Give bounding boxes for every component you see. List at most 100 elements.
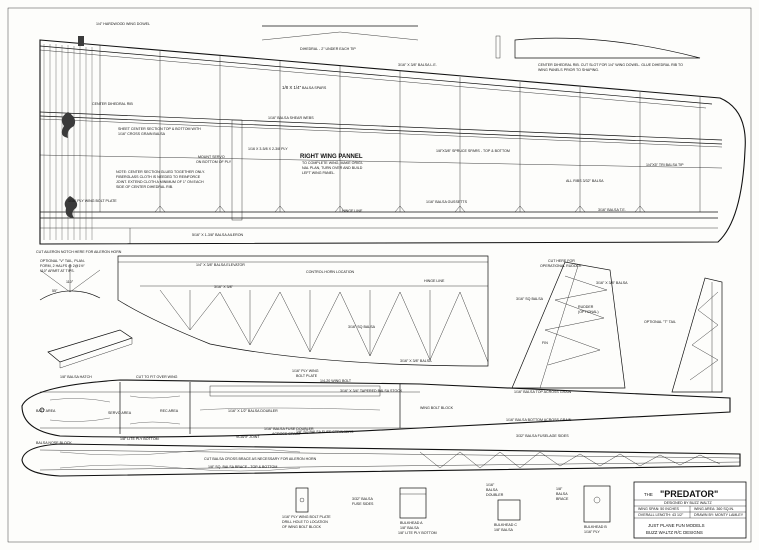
label-hatch: 1/8" BALSA HATCH	[60, 375, 92, 379]
label-bk-fuse-sides: 3/32" BALSA	[352, 497, 373, 501]
title-drawn-by: DRAWN BY: MONTY LAMLEY	[694, 513, 744, 517]
svg-text:LEFT WING PANEL.: LEFT WING PANEL.	[302, 171, 335, 175]
label-rec-area: REC AREA	[160, 409, 179, 413]
label-note-center: NOTE: CENTER SECTION GLUED TOGETHER ONLY…	[116, 170, 205, 174]
label-top-grain: 1/16" BALSA TOP ACROSS GRAIN	[514, 390, 572, 394]
fin-outline	[511, 261, 626, 389]
svg-text:1/8" BALSA: 1/8" BALSA	[400, 526, 419, 530]
svg-text:(OPTIONAL): (OPTIONAL)	[578, 310, 599, 314]
label-te: 3/16" BALSA T.E.	[598, 208, 626, 212]
fuselage-top: BALSA NOSE BLOCK 1/8" LITE PLY BOTTOM 1/…	[21, 427, 741, 477]
label-control-horn: CONTROL HORN LOCATION	[306, 270, 355, 274]
stab-outline	[117, 255, 489, 367]
label-nose-block: BALSA NOSE BLOCK	[36, 441, 72, 445]
label-bk-lite-ply: 1/8" LITE PLY BOTTOM	[398, 531, 437, 535]
label-optional-t-tail: OPTIONAL "T" TAIL	[644, 320, 676, 324]
label-cut-to-fit: CUT TO FIT OVER WING	[136, 375, 178, 379]
label-angle-55: 55°	[52, 289, 58, 293]
title-wing-area: WING AREA: 360 SQ.IN.	[694, 507, 734, 511]
label-elevator: 1/4" X 3/8" BALSA ELEVATOR	[196, 263, 245, 267]
wing-labels: 1/4" HARDWOOD WING DOWEL DIHEDRAL - 2" U…	[36, 22, 684, 254]
label-wing-bolt: 1/4-20 WING BOLT	[320, 379, 352, 383]
fuse-braces	[419, 451, 721, 469]
label-bk-brace: 1/8"	[556, 487, 563, 491]
wing-outline	[39, 39, 746, 245]
label-sheet-center: SHEET CENTER SECTION TOP & BOTTOM WITH	[118, 127, 201, 131]
bolt-plate-drawing	[295, 487, 309, 513]
fin-rudder: CUT HERE FOR OPERATIONAL RUDDER 3/16" SQ…	[511, 259, 723, 393]
label-angle-110: 110°	[66, 280, 74, 284]
stabilizer: 1/4" X 3/8" BALSA ELEVATOR CONTROL HORN …	[117, 255, 489, 367]
title-block: THE "PREDATOR" DESIGNED BY BUZZ WALTZ WI…	[633, 481, 747, 539]
label-stringers: 1/8" SQ BALSA FUSE STRINGERS	[296, 430, 354, 434]
title-company-2: BUZZ WALTZ R/C DESIGNS	[646, 530, 703, 535]
title-company-1: JUST PLANE FUN MODELS	[648, 523, 705, 528]
fuselage-top-outline	[21, 443, 741, 477]
label-scarf: SCARF JOINT	[236, 435, 260, 439]
label-hardwood-dowel: 1/4" HARDWOOD WING DOWEL	[96, 22, 150, 26]
bulkhead-c	[497, 499, 521, 521]
svg-text:OF WING BOLT BLOCK: OF WING BOLT BLOCK	[282, 525, 322, 529]
label-bulkhead-c: BULKHEAD C	[494, 523, 517, 527]
fuse-grain	[49, 395, 381, 425]
wing-saddle	[209, 385, 381, 397]
svg-text:BOLT PLATE: BOLT PLATE	[296, 374, 318, 378]
svg-text:JOINT. EXTEND CLOTH A MINIMUM: JOINT. EXTEND CLOTH A MINIMUM OF 1" ON E…	[116, 180, 204, 184]
fin-truss	[544, 275, 608, 366]
svg-text:1/16" CROSS GRAIN BALSA: 1/16" CROSS GRAIN BALSA	[118, 132, 166, 136]
v-tail-arc	[39, 290, 101, 301]
label-le-cap: 1/8 X 1/4"	[282, 85, 302, 90]
label-sq-brace: 1/8" SQ. BALSA BRACE - TOP & BOTTOM	[208, 465, 277, 469]
servo-ply	[231, 119, 243, 221]
label-bk-doubler: 1/16"	[486, 483, 495, 487]
label-servo-area: SERVO AREA	[108, 411, 132, 415]
svg-text:BALSA: BALSA	[486, 488, 498, 492]
bulkhead-a	[399, 487, 427, 519]
svg-text:DRILL HOLE TO LOCATION: DRILL HOLE TO LOCATION	[282, 520, 328, 524]
dowel-inset	[495, 35, 501, 59]
label-fin-balsa: 3/16" SQ BALSA	[516, 297, 544, 301]
label-ribs: ALL RIBS 3/32" BALSA	[566, 179, 604, 183]
label-hinge-line: HINGE LINE	[342, 209, 363, 213]
svg-text:BRACE: BRACE	[556, 497, 569, 501]
svg-text:FIBERGLASS CLOTH IS NEEDED TO: FIBERGLASS CLOTH IS NEEDED TO REINFORCE	[116, 175, 201, 179]
svg-text:TO COMPLETE WING, MAKE ORIGI-: TO COMPLETE WING, MAKE ORIGI-	[302, 161, 364, 165]
label-dihedral-rib-note: CENTER DIHEDRAL RIB. CUT SLOT FOR 1/4" W…	[538, 63, 683, 67]
v-tail-detail: OPTIONAL "V" TAIL, PLAN- FORM, 2 HALFS @…	[39, 259, 133, 369]
label-fin-stock: 3/16" X 3/8" BALSA	[596, 281, 628, 285]
label-bk-bolt-plate: 1/16" PLY WING BOLT PLATE	[282, 515, 331, 519]
label-le: 3/16" X 3/8" BALSA L.E.	[398, 63, 437, 67]
svg-text:WING PANELS PRIOR TO SHAPING.: WING PANELS PRIOR TO SHAPING.	[538, 68, 599, 72]
fiberglass-patch	[61, 112, 76, 138]
label-fin: FIN	[542, 341, 548, 345]
title-name: "PREDATOR"	[660, 489, 718, 499]
svg-text:SIDE OF CENTER DIHEDRAL RIB.: SIDE OF CENTER DIHEDRAL RIB.	[116, 185, 173, 189]
label-center-rib: CENTER DIHEDRAL RIB	[92, 102, 133, 106]
label-rudder: RUDDER	[578, 305, 594, 309]
svg-text:FUSE SIDES: FUSE SIDES	[352, 502, 374, 506]
label-bulkhead-a: BULKHEAD A	[400, 521, 423, 525]
fuselage-side: 1/8" BALSA HATCH CUT TO FIT OVER WING 1/…	[21, 369, 731, 439]
label-sides: 3/32" BALSA FUSELAGE SIDES	[516, 434, 569, 438]
title-wing-span: WING SPAN: 50 INCHES	[638, 507, 679, 511]
main-spar	[39, 111, 723, 141]
svg-text:BALSA: BALSA	[556, 492, 568, 496]
label-lite-ply: 1/8" LITE PLY BOTTOM	[120, 437, 159, 441]
title-the: THE	[644, 492, 653, 497]
label-mount-servo: MOUNT SERVO	[198, 155, 225, 159]
label-dihedral: DIHEDRAL - 2" UNDER EACH TIP	[300, 47, 356, 51]
gussets	[154, 205, 646, 213]
label-shear-webs: 1/16" BALSA SHEAR WEBS	[268, 116, 314, 120]
label-bulkhead-b: BULKHEAD B	[584, 525, 607, 529]
label-balsa-tip: 1/4"X5" TRI BALSA TIP	[646, 163, 684, 167]
title-length: OVERALL LENGTH: 43 1/2"	[638, 513, 684, 517]
fuselage-side-outline	[21, 379, 731, 438]
label-fuse-doubler: 1/16" BALSA FUSE DOUBLER	[264, 427, 314, 431]
svg-text:1/16" PLY: 1/16" PLY	[584, 530, 600, 534]
wing-ribs	[39, 42, 701, 244]
svg-text:ACROSS GRAIN: ACROSS GRAIN	[272, 432, 300, 436]
label-stab-le: 3/16" X 3/8"	[214, 285, 234, 289]
label-bolt-block: WING BOLT BLOCK	[420, 406, 454, 410]
